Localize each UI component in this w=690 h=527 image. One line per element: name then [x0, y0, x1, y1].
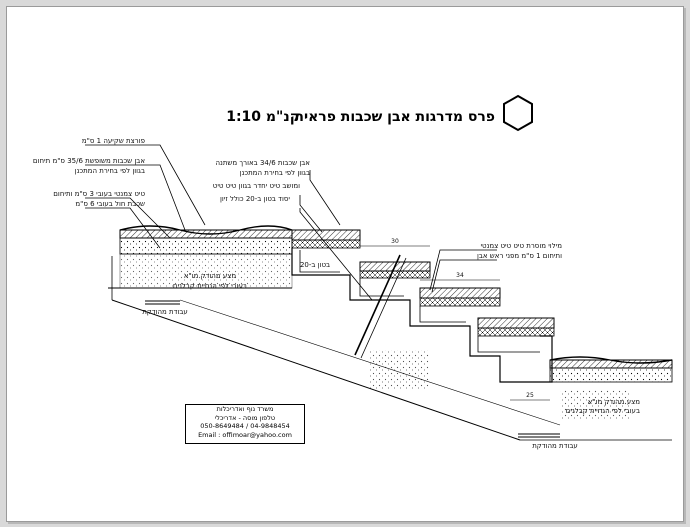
label-soil-right: עבודת מהודקת	[532, 442, 578, 450]
left-sand-layer	[119, 237, 293, 255]
stamp-line-3: 050-8649484 / 04-9848454	[200, 422, 290, 431]
title-block-stamp: משרד נוף ואדריכלות טלפון מוסה - אדריכלי …	[185, 404, 305, 444]
slope-fill-right	[560, 390, 630, 420]
label-left-2: אבן שכבות משופשת 35/6 ס"מ תיחום	[33, 157, 145, 165]
label-top-1: אבן שכבות 34/6 באורך משתנה	[215, 159, 310, 167]
left-paving-top	[119, 225, 293, 235]
stair-steps	[291, 229, 673, 383]
label-top-3: ומושב טיט יחדר בגוון טיט טיט	[213, 182, 300, 190]
stamp-line-1: משרד נוף ואדריכלות	[216, 405, 274, 413]
concrete-label: בטון ב-20	[300, 261, 330, 269]
slope-fill	[370, 350, 430, 390]
label-top-2: בגוון לפי בחירת המתכנן	[240, 169, 310, 177]
label-left-1: פורצת שקיעה 1 ס"מ	[82, 137, 145, 145]
dim-tread: 34	[456, 272, 464, 279]
label-right-1: מילוי מוסרת טיט טיט צמנטי	[480, 242, 562, 250]
label-left-4: טיט צמנטי בעובי 3 ס"מ ותיחום	[53, 190, 145, 198]
hexagon-symbol	[503, 94, 533, 132]
stamp-line-4: Email : offimoar@yahoo.com	[198, 430, 292, 439]
label-left-3: בגוון לפי בחירת המתכנן	[75, 167, 145, 175]
title-main: פרס מדרגות אבן שכבות פראית	[294, 109, 495, 125]
label-soil-left: עבודת מהודקת	[142, 308, 188, 316]
label-right-2: ותיחום 1 ס"מ מפני ראש אבן	[477, 252, 562, 260]
label-left-5: שכבת חול בעובי 6 ס"מ	[75, 200, 145, 208]
stamp-line-2: טלפון מוסה - אדריכלי	[214, 413, 276, 422]
dim-riser: 30	[391, 238, 399, 245]
label-top-4: יסוד בטון ב-20 כולל זיון	[220, 195, 290, 203]
label-fill-1: מצע מהודק מו"א	[184, 272, 237, 280]
label-fill-2: בעובי לפי הנחיית קבלנים	[173, 282, 247, 290]
leader-lines	[85, 144, 497, 301]
title-scale: קנ"מ 1:10	[226, 109, 300, 125]
drawing-sheet	[6, 6, 684, 522]
dim-foot: 25	[526, 392, 534, 399]
label-fill-right-1: מצע מהודק מו"א	[588, 398, 641, 406]
dimension-lines	[360, 245, 550, 401]
label-fill-right-2: בעובי לפי הנחיית קבלנים	[566, 407, 640, 415]
